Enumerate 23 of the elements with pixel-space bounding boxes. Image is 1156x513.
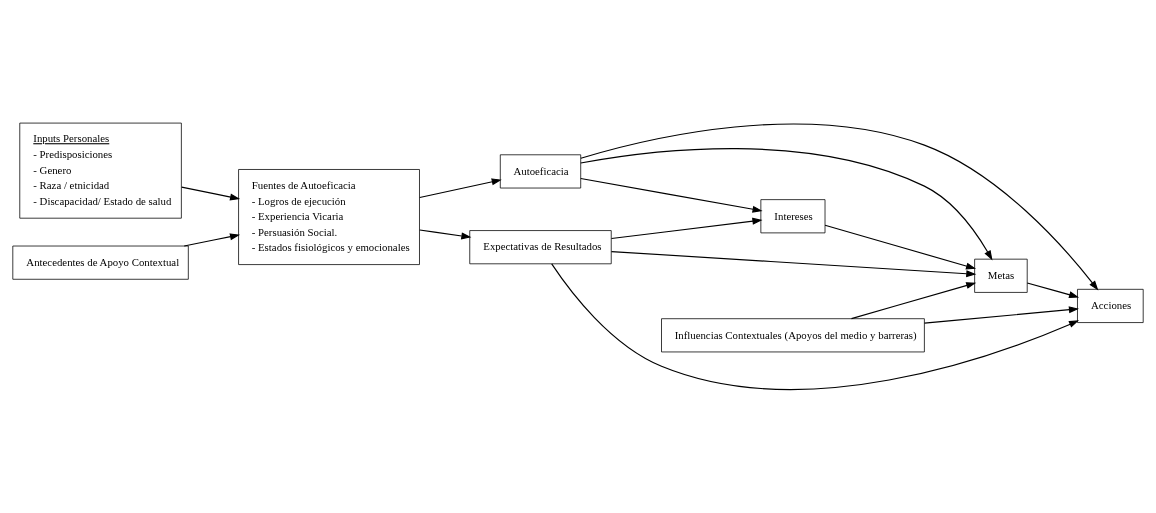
node-box: Autoeficacia	[499, 154, 582, 189]
arrow	[1026, 282, 1080, 299]
arrow	[419, 178, 502, 199]
node-box: Metas	[974, 258, 1028, 293]
node-box: Antecedentes de Apoyo Contextual	[12, 245, 189, 280]
arrow	[419, 229, 472, 240]
arrow	[183, 233, 241, 247]
node-box: Inputs Personales - Predisposiciones - Genero - Raza / etnicidad - Discapacidad/ Estado de salud	[19, 122, 182, 219]
node-box: Expectativas de Resultados	[469, 230, 612, 265]
arrow	[610, 251, 977, 278]
node-box: Fuentes de Autoeficacia - Logros de ejecución - Experiencia Vicaria - Persuasión Social. - Estados fisiológicos y emocionales	[238, 169, 420, 265]
arrow	[610, 217, 763, 240]
arrow	[580, 123, 1099, 291]
arrow	[850, 282, 977, 320]
node-box: Influencias Contextuales (Apoyos del medio y barreras)	[661, 318, 925, 353]
arrow	[580, 148, 993, 261]
arrow	[923, 306, 1079, 324]
arrow	[551, 263, 1080, 390]
arrow	[824, 224, 977, 270]
arrow	[580, 177, 763, 213]
node-box: Acciones	[1077, 288, 1144, 323]
arrow	[181, 186, 241, 201]
node-box: Intereses	[760, 199, 826, 234]
